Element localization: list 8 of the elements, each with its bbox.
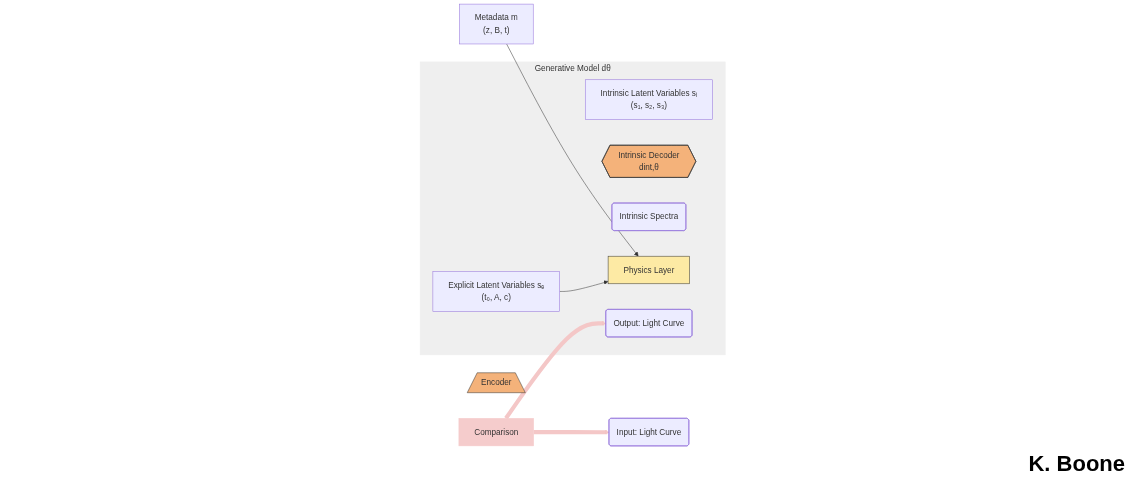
node-box: Intrinsic Latent Variables sᵢ (s₁, s₂, s₃) [584, 79, 713, 120]
node-box: Explicit Latent Variables sₑ (t₀, A, c) [432, 271, 560, 312]
arrow [533, 430, 610, 435]
node-box: Physics Layer [607, 255, 690, 285]
node-box: Comparison [458, 418, 534, 447]
node-box: Metadata m (z, B, t) [458, 3, 534, 45]
arrow [504, 321, 606, 420]
citation-text: K. Boone [1028, 451, 1125, 477]
